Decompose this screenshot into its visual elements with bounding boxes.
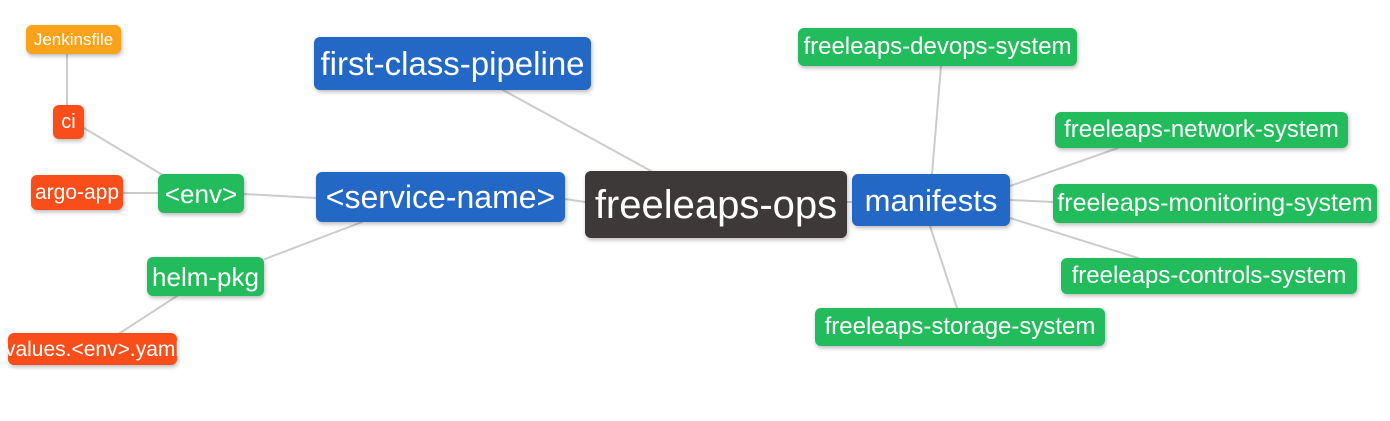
node-freeleaps-devops-system[interactable]: freeleaps-devops-system	[798, 28, 1077, 66]
node-label-freeleaps-storage-system: freeleaps-storage-system	[824, 313, 1096, 340]
edge-manifests--freeleaps-devops-system	[931, 65, 942, 175]
node-label-manifests: manifests	[864, 182, 998, 218]
edge-manifests--freeleaps-storage-system	[929, 225, 958, 309]
node-label-freeleaps-controls-system: freeleaps-controls-system	[1071, 262, 1347, 289]
node-argo-app[interactable]: argo-app	[31, 175, 123, 210]
node-manifests[interactable]: manifests	[852, 174, 1010, 226]
node-freeleaps-monitoring-system[interactable]: freeleaps-monitoring-system	[1053, 184, 1377, 223]
node-ci[interactable]: ci	[53, 105, 84, 139]
edge-values-env-yaml--helm-pkg	[119, 295, 178, 334]
node-label-ci: ci	[61, 111, 76, 133]
node-freeleaps-storage-system[interactable]: freeleaps-storage-system	[815, 308, 1105, 346]
node-service-name[interactable]: <service-name>	[316, 172, 565, 222]
edge-manifests--freeleaps-controls-system	[1009, 217, 1139, 259]
node-label-freeleaps-ops: freeleaps-ops	[594, 182, 838, 227]
node-label-values-env-yaml: values.<env>.yaml	[4, 337, 181, 361]
node-values-env-yaml[interactable]: values.<env>.yaml	[4, 333, 181, 365]
edge-manifests--freeleaps-network-system	[1009, 147, 1119, 187]
node-label-service-name: <service-name>	[325, 179, 556, 215]
edge-ci--env	[83, 127, 167, 178]
node-label-jenkinsfile: Jenkinsfile	[33, 30, 114, 49]
node-label-first-class-pipeline: first-class-pipeline	[320, 45, 585, 82]
node-first-class-pipeline[interactable]: first-class-pipeline	[314, 37, 591, 90]
node-freeleaps-ops[interactable]: freeleaps-ops	[585, 171, 847, 238]
edge-helm-pkg--service-name	[264, 221, 363, 260]
edge-first-class-pipeline--freeleaps-ops	[502, 89, 652, 172]
node-label-helm-pkg: helm-pkg	[152, 261, 259, 292]
node-jenkinsfile[interactable]: Jenkinsfile	[26, 25, 121, 54]
node-helm-pkg[interactable]: helm-pkg	[147, 257, 264, 296]
node-label-env: <env>	[164, 178, 238, 209]
edge-manifests--freeleaps-monitoring-system	[1009, 199, 1054, 203]
node-freeleaps-controls-system[interactable]: freeleaps-controls-system	[1061, 258, 1357, 294]
node-freeleaps-network-system[interactable]: freeleaps-network-system	[1055, 112, 1348, 148]
node-label-freeleaps-devops-system: freeleaps-devops-system	[803, 33, 1072, 60]
node-env[interactable]: <env>	[158, 174, 244, 213]
node-label-argo-app: argo-app	[34, 181, 120, 204]
edge-service-name--freeleaps-ops	[564, 198, 586, 203]
node-label-freeleaps-monitoring-system: freeleaps-monitoring-system	[1057, 189, 1373, 217]
edge-env--service-name	[243, 193, 317, 199]
node-label-freeleaps-network-system: freeleaps-network-system	[1064, 116, 1339, 143]
